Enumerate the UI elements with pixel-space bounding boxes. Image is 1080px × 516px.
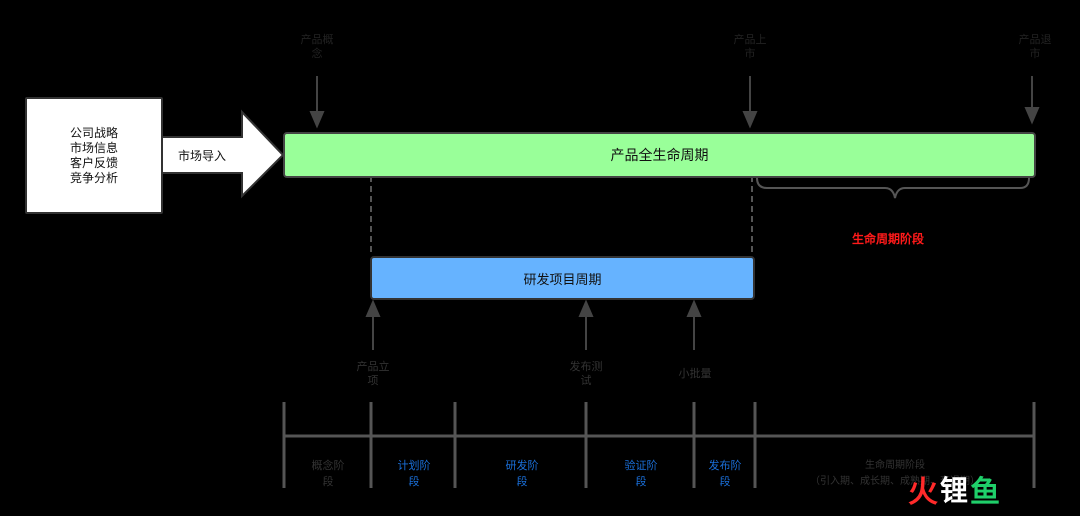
marker-line: 产品上 bbox=[733, 33, 767, 46]
watermark-char: 鱼 bbox=[970, 475, 1001, 510]
marker-line: 念 bbox=[311, 47, 323, 60]
marker-initiation: 产品立 项 bbox=[348, 360, 398, 388]
timeline-ticks bbox=[282, 402, 1036, 488]
phase-line: 概念阶 bbox=[311, 459, 345, 472]
marker-line: 市 bbox=[1029, 47, 1041, 60]
marker-launch: 产品上 市 bbox=[725, 33, 775, 61]
top-arrow-exit bbox=[1024, 76, 1040, 125]
top-arrow-launch bbox=[742, 76, 758, 129]
phase-release: 发布阶 段 bbox=[697, 458, 753, 490]
marker-line: 小批量 bbox=[678, 367, 712, 380]
phase-line: 段 bbox=[635, 475, 647, 488]
marker-concept: 产品概 念 bbox=[292, 33, 342, 61]
marker-line: 产品退 bbox=[1018, 33, 1052, 46]
phase-line: 计划阶 bbox=[397, 459, 431, 472]
marker-small-batch: 小批量 bbox=[665, 367, 725, 381]
marker-line: 项 bbox=[367, 374, 379, 387]
rd-cycle-label: 研发项目周期 bbox=[523, 272, 602, 288]
phase-line: 验证阶 bbox=[624, 459, 658, 472]
phase-verify: 验证阶 段 bbox=[590, 458, 692, 490]
phase-line: 研发阶 bbox=[505, 459, 539, 472]
market-entry-label: 市场导入 bbox=[178, 149, 227, 163]
phase-lifecycle: 生命周期阶段 （引入期、成长期、成熟期、衰退期） bbox=[760, 458, 1030, 490]
top-arrow-concept bbox=[309, 76, 325, 129]
phase-line: 发布阶 bbox=[708, 459, 742, 472]
market-entry-arrow bbox=[159, 109, 285, 199]
up-arrow-release-test bbox=[578, 299, 594, 350]
phase-line: 段 bbox=[719, 475, 731, 488]
marker-line: 产品立 bbox=[356, 360, 390, 373]
phase-develop: 研发阶 段 bbox=[460, 458, 584, 490]
marker-line: 试 bbox=[580, 374, 592, 387]
product-lifecycle-bar: 产品全生命周期 bbox=[283, 132, 1036, 178]
product-lifecycle-label: 产品全生命周期 bbox=[610, 148, 709, 164]
phase-concept: 概念阶 段 bbox=[288, 458, 368, 490]
up-arrow-initiation bbox=[365, 299, 381, 350]
marker-line: 产品概 bbox=[300, 33, 334, 46]
watermark-logo: 火 锂 鱼 bbox=[908, 468, 1068, 510]
rd-cycle-bar: 研发项目周期 bbox=[370, 256, 755, 300]
phase-line: 段 bbox=[408, 475, 420, 488]
input-line: 公司战略 bbox=[69, 125, 118, 140]
marker-release-test: 发布测 试 bbox=[561, 360, 611, 388]
lifecycle-stage-label: 生命周期阶段 bbox=[852, 232, 925, 246]
inputs-box: 公司战略 市场信息 客户反馈 竞争分析 bbox=[25, 97, 163, 214]
phase-line: （引入期、成长期、成熟期、衰退期） bbox=[810, 476, 980, 487]
input-line: 竞争分析 bbox=[69, 170, 118, 185]
watermark-char: 锂 bbox=[940, 474, 969, 507]
lifecycle-brace bbox=[756, 177, 1030, 199]
phase-plan: 计划阶 段 bbox=[375, 458, 453, 490]
phase-line: 生命周期阶段 bbox=[865, 460, 925, 471]
phase-line: 段 bbox=[516, 475, 528, 488]
input-line: 客户反馈 bbox=[69, 155, 118, 170]
input-line: 市场信息 bbox=[69, 140, 118, 155]
marker-line: 发布测 bbox=[569, 360, 603, 373]
phase-line: 段 bbox=[322, 475, 334, 488]
marker-exit: 产品退 市 bbox=[1010, 33, 1060, 61]
up-arrow-small-batch bbox=[686, 299, 702, 350]
watermark-char: 火 bbox=[908, 475, 938, 510]
marker-line: 市 bbox=[744, 47, 756, 60]
